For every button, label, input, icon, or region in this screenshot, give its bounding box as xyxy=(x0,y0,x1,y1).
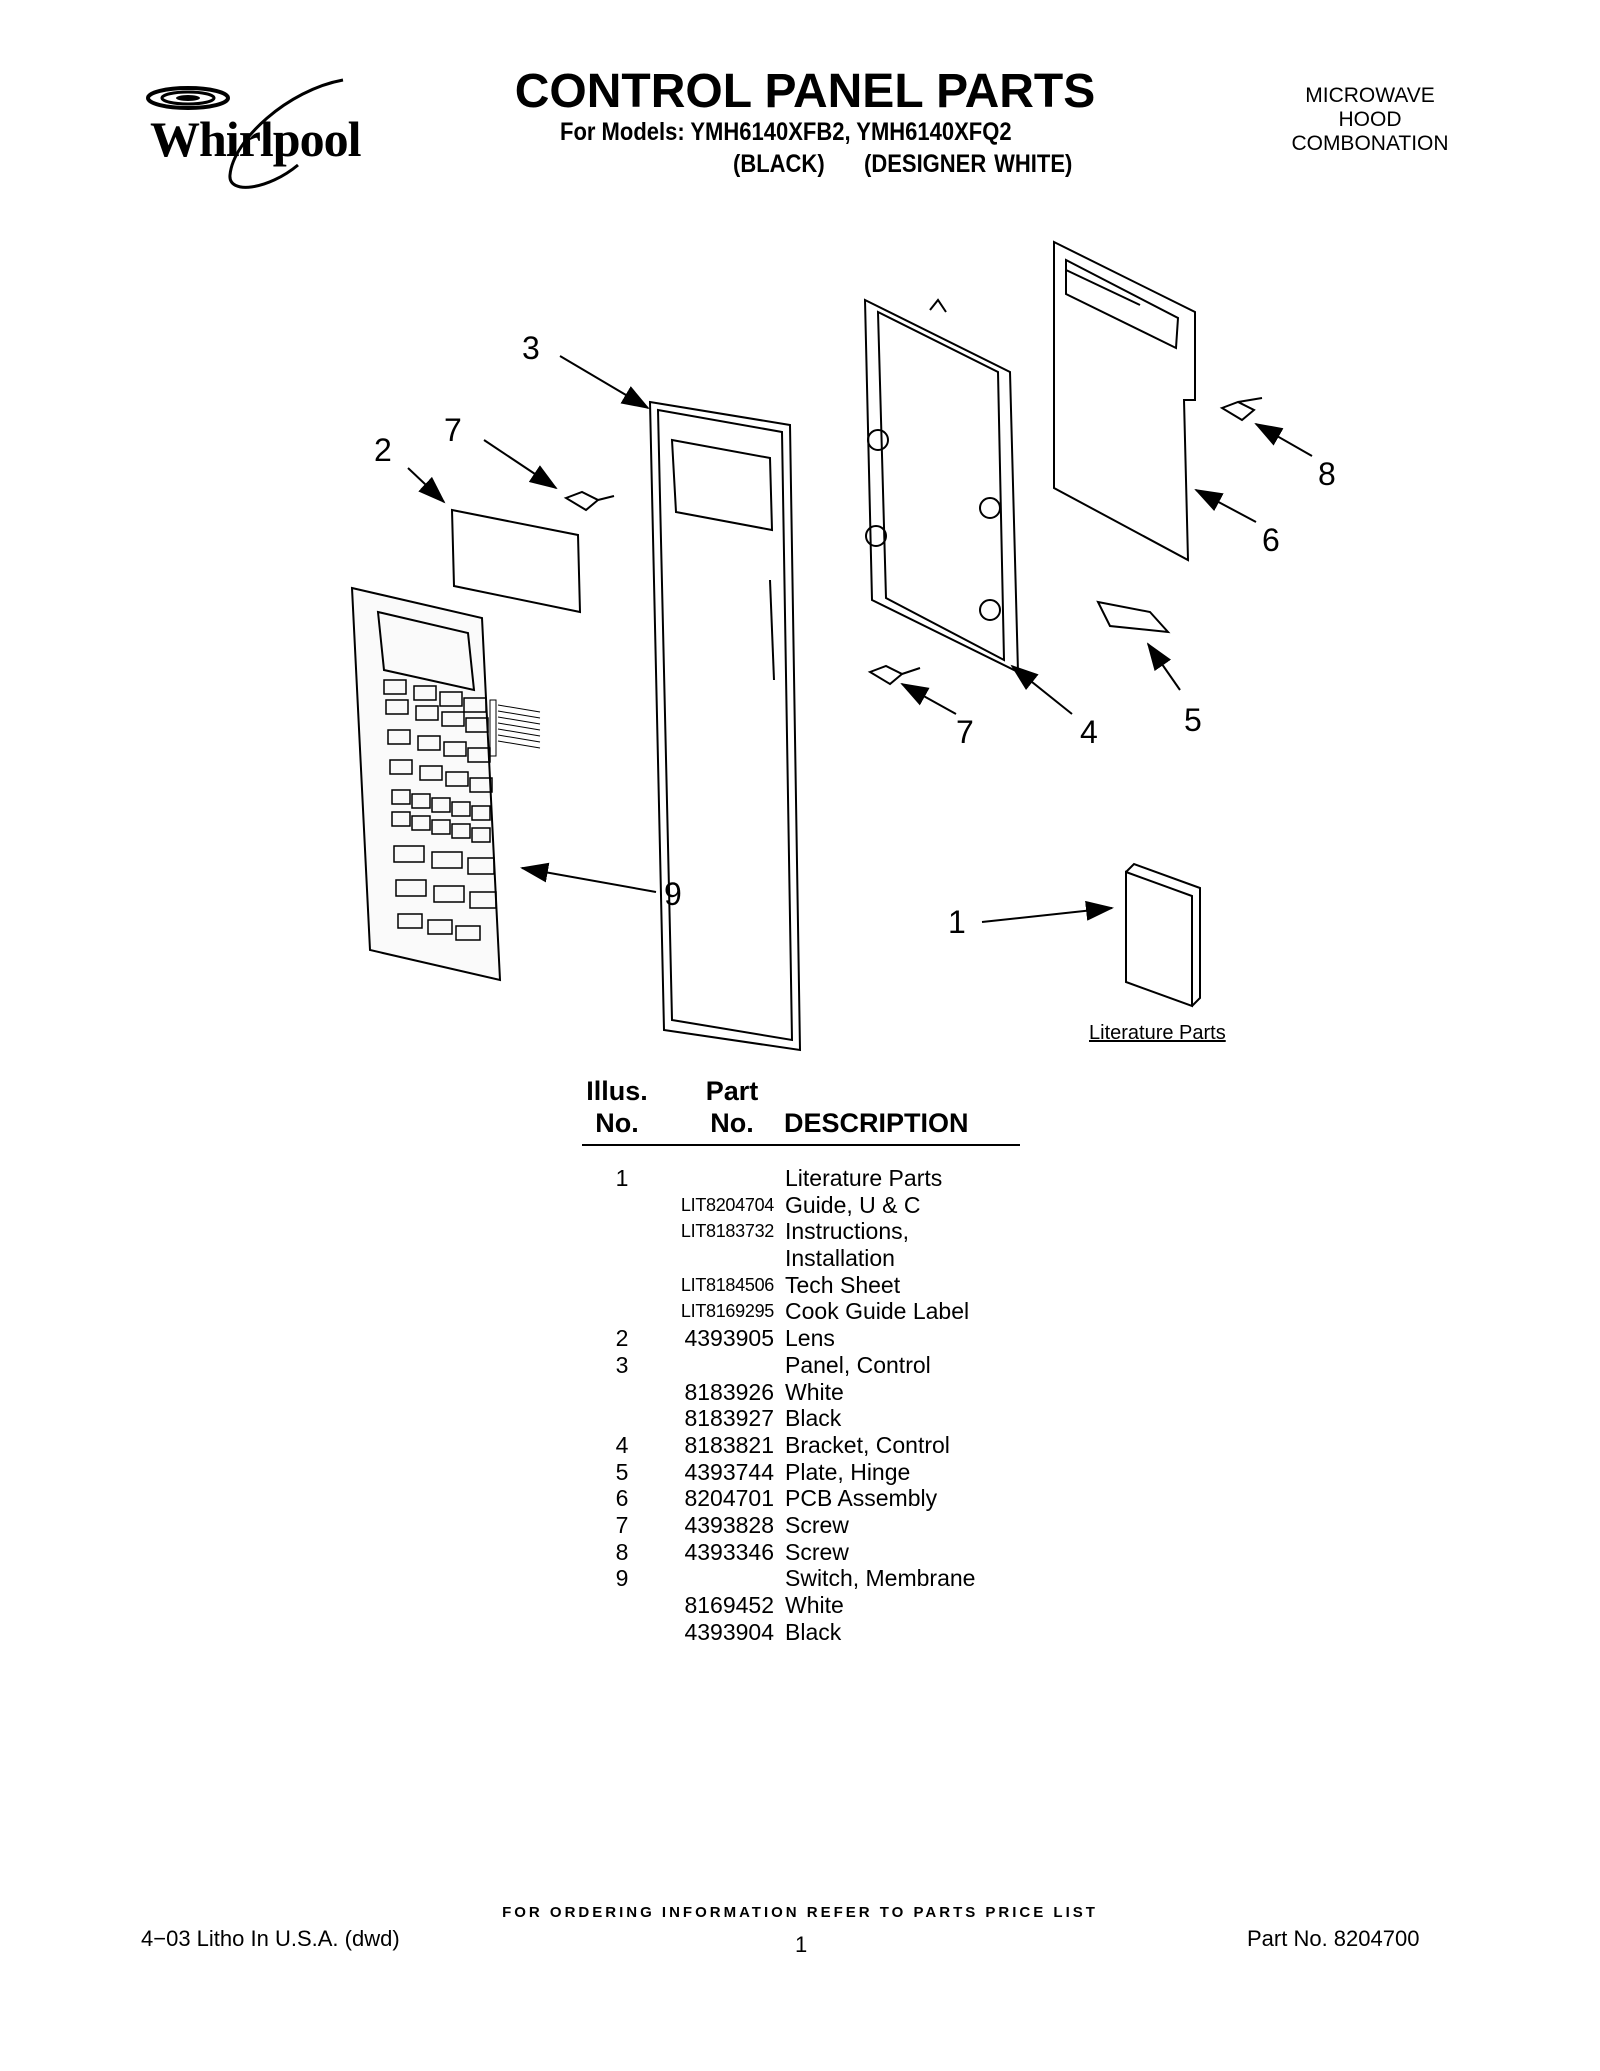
callout-9: 9 xyxy=(664,876,682,912)
membrane-switch-part xyxy=(350,586,541,982)
illus-no-cell: 2 xyxy=(615,1325,629,1352)
illus-no-cell: 4 xyxy=(615,1431,629,1458)
part-no-cell: 8204701 xyxy=(684,1485,774,1512)
description-cell: Tech Sheet xyxy=(785,1271,901,1298)
description-cell: Screw xyxy=(785,1538,849,1565)
callout-6: 6 xyxy=(1262,522,1280,558)
description-cell: Lens xyxy=(785,1325,835,1352)
part-no-cell: 4393346 xyxy=(684,1538,774,1565)
brand-name: Whirlpool xyxy=(150,111,361,167)
litho-note: 4−03 Litho In U.S.A. (dwd) xyxy=(141,1926,400,1951)
part-no-cell: LIT8204704 xyxy=(680,1194,774,1215)
control-bracket-part xyxy=(863,298,1020,674)
whirlpool-swirl-icon xyxy=(146,78,344,189)
part-no-cell: 8183927 xyxy=(684,1405,774,1432)
part-no-cell: 8183821 xyxy=(684,1431,774,1458)
ordering-note: FOR ORDERING INFORMATION REFER TO PARTS … xyxy=(502,1904,1098,1921)
category-line: MICROWAVE xyxy=(1305,84,1435,107)
description-cell: Panel, Control xyxy=(785,1351,931,1378)
part-no-cell: LIT8184506 xyxy=(680,1274,774,1295)
description-cell: Switch, Membrane xyxy=(785,1565,976,1592)
part-no-cell: LIT8169295 xyxy=(680,1301,774,1322)
description-cell: Guide, U & C xyxy=(785,1191,921,1218)
part-no-cell: 8169452 xyxy=(684,1592,774,1618)
pcb-assembly-part xyxy=(1053,240,1196,562)
description-cell: Black xyxy=(785,1405,842,1432)
description-cell: PCB Assembly xyxy=(785,1485,938,1512)
header-description: DESCRIPTION xyxy=(784,1108,969,1138)
page-number: 1 xyxy=(795,1932,808,1957)
exploded-parts-diagram xyxy=(350,240,1313,1052)
screw-part xyxy=(867,664,921,686)
description-cell: Literature Parts xyxy=(785,1165,943,1191)
illus-no-cell: 6 xyxy=(615,1485,629,1512)
category-line: COMBONATION xyxy=(1291,132,1449,155)
screw-part xyxy=(1219,397,1263,422)
callout-1: 1 xyxy=(948,904,966,940)
description-cell: Installation xyxy=(785,1245,895,1272)
callout-7-lower: 7 xyxy=(956,714,974,750)
models-line: For Models: YMH6140XFB2, YMH6140XFQ2 xyxy=(560,118,1012,146)
description-cell: Cook Guide Label xyxy=(785,1298,970,1325)
illus-no-cell: 9 xyxy=(615,1565,629,1592)
header-part-line1: Part xyxy=(705,1076,759,1106)
literature-parts-caption: Literature Parts xyxy=(1089,1022,1226,1044)
description-cell: Black xyxy=(785,1618,842,1645)
part-no-cell: 4393828 xyxy=(684,1511,774,1538)
header-part-no: Part No. xyxy=(682,1075,782,1139)
header-illus-line1: Illus. xyxy=(586,1076,648,1106)
callout-3: 3 xyxy=(522,330,540,366)
description-cell: White xyxy=(785,1592,844,1618)
lens-part xyxy=(450,508,582,614)
illus-no-cell: 1 xyxy=(615,1165,629,1191)
description-cell: Instructions, xyxy=(785,1218,909,1245)
callout-5: 5 xyxy=(1184,702,1202,738)
literature-parts-booklet xyxy=(1125,862,1201,1008)
part-no-cell: 8183926 xyxy=(684,1378,774,1405)
part-number: Part No. 8204700 xyxy=(1247,1926,1420,1951)
callout-8: 8 xyxy=(1318,456,1336,492)
colors-line: (BLACK) (DESIGNER WHITE) xyxy=(733,150,1073,178)
illus-no-cell: 3 xyxy=(615,1351,629,1378)
part-no-cell: 4393744 xyxy=(684,1458,774,1485)
control-panel-part xyxy=(648,400,802,1052)
part-no-cell: LIT8183732 xyxy=(680,1221,774,1242)
callout-2: 2 xyxy=(374,432,392,468)
header-illus-no: Illus. No. xyxy=(582,1075,652,1139)
header-rule xyxy=(582,1144,1020,1146)
description-cell: Bracket, Control xyxy=(785,1431,950,1458)
hinge-plate-part xyxy=(1096,600,1171,634)
part-no-cell: 4393904 xyxy=(684,1618,774,1645)
description-cell: Screw xyxy=(785,1511,849,1538)
description-cell: Plate, Hinge xyxy=(785,1458,911,1485)
description-cell: White xyxy=(785,1378,844,1405)
category-line: HOOD xyxy=(1338,108,1402,131)
illus-no-cell: 8 xyxy=(615,1538,629,1565)
header-part-line2: No. xyxy=(710,1108,754,1138)
whirlpool-logo: Whirlpool xyxy=(138,70,388,195)
callout-7-upper: 7 xyxy=(444,412,462,448)
illus-no-cell: 7 xyxy=(615,1511,629,1538)
part-no-cell: 4393905 xyxy=(684,1325,774,1352)
callout-4: 4 xyxy=(1080,714,1098,750)
product-category: MICROWAVE HOOD COMBONATION xyxy=(1270,84,1470,156)
illus-no-cell: 5 xyxy=(615,1458,629,1485)
header-illus-line2: No. xyxy=(595,1108,639,1138)
screw-part xyxy=(563,490,615,512)
page-title: CONTROL PANEL PARTS xyxy=(514,65,1096,118)
